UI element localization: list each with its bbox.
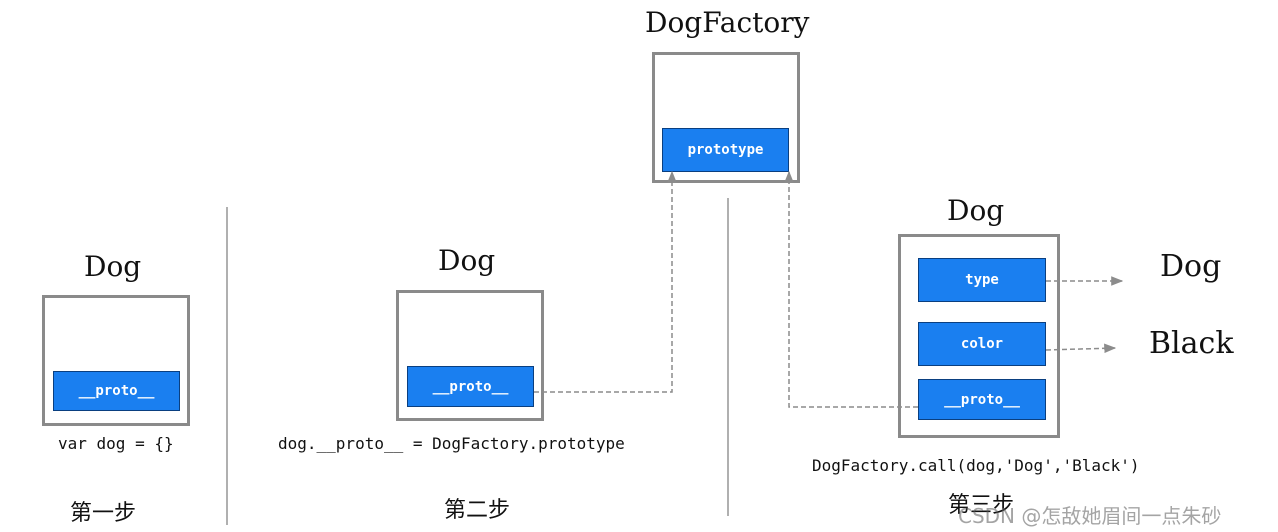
- step3-label: 第三步: [948, 493, 1015, 518]
- step1-title: Dog: [84, 250, 142, 283]
- divider-left: [226, 207, 228, 525]
- step3-proto-chip: __proto__: [918, 379, 1046, 420]
- step3-type-chip: type: [918, 258, 1046, 302]
- step2-proto-to-prototype-arrow: [534, 170, 677, 393]
- step1-code: var dog = {}: [58, 434, 174, 453]
- step2-proto-chip: __proto__: [407, 366, 534, 407]
- step3-color-chip: color: [918, 322, 1046, 366]
- step2-label: 第二步: [444, 498, 511, 523]
- color-to-value-arrow: [1045, 343, 1117, 354]
- step3-code: DogFactory.call(dog,'Dog','Black'): [812, 456, 1140, 475]
- color-value: Black: [1149, 326, 1234, 361]
- type-value: Dog: [1160, 249, 1222, 284]
- factory-title: DogFactory: [645, 6, 810, 39]
- step3-title: Dog: [947, 194, 1005, 227]
- factory-prototype-chip: prototype: [662, 128, 789, 172]
- watermark: CSDN @怎敌她眉间一点朱砂: [958, 504, 1222, 528]
- step2-code: dog.__proto__ = DogFactory.prototype: [278, 434, 625, 453]
- step1-proto-chip: __proto__: [53, 371, 180, 411]
- divider-right: [727, 198, 729, 516]
- step2-title: Dog: [438, 244, 496, 277]
- step3-proto-to-prototype-arrow: [784, 170, 918, 408]
- step1-label: 第一步: [70, 501, 137, 526]
